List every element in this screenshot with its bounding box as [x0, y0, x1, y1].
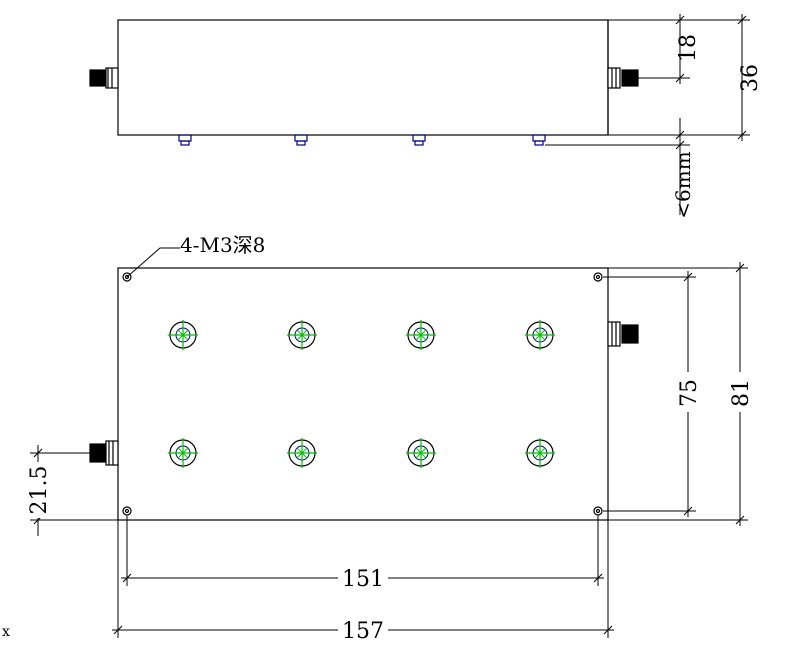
tuning-screw-grid — [168, 320, 555, 468]
dim-36-lines — [608, 14, 750, 141]
side-screw-1 — [178, 134, 192, 146]
side-view-body — [117, 19, 609, 136]
dim-6mm-label: <6mm — [671, 151, 695, 218]
top-right-connector — [607, 321, 639, 347]
top-view — [89, 247, 639, 521]
tuning-screw-icon — [168, 438, 198, 468]
mounting-hole-3 — [122, 506, 132, 516]
top-view-body — [117, 267, 609, 521]
side-view — [89, 14, 750, 215]
side-screw-4 — [532, 134, 546, 146]
top-left-connector — [89, 440, 119, 466]
dim-6mm-lines — [545, 118, 690, 215]
side-screw-2 — [294, 134, 308, 146]
hole-note-leader — [126, 247, 180, 278]
side-screw-3 — [412, 134, 426, 146]
tuning-screw-icon — [287, 320, 317, 350]
tuning-screw-icon — [525, 320, 555, 350]
tuning-screw-icon — [406, 438, 436, 468]
mounting-hole-4 — [593, 506, 603, 516]
dim-18-label: 18 — [676, 34, 701, 62]
dim-151-label: 151 — [342, 567, 384, 592]
side-right-connector — [607, 67, 639, 89]
top-view-dimensions — [30, 262, 748, 638]
dim-81-label: 81 — [729, 379, 754, 407]
dim-75-label: 75 — [677, 379, 702, 407]
tuning-screw-icon — [168, 320, 198, 350]
side-left-connector — [89, 67, 119, 89]
dim-21-5-label: 21.5 — [27, 466, 52, 515]
hole-note-label: 4-M3深8 — [180, 233, 265, 257]
tuning-screw-icon — [287, 438, 317, 468]
dim-157-label: 157 — [342, 619, 384, 644]
dim-18-lines — [608, 14, 690, 84]
dim-36-label: 36 — [738, 64, 763, 92]
mounting-hole-2 — [593, 272, 603, 282]
corner-mark: x — [2, 624, 10, 640]
tuning-screw-icon — [406, 320, 436, 350]
tuning-screw-icon — [525, 438, 555, 468]
mounting-hole-1 — [122, 272, 132, 282]
